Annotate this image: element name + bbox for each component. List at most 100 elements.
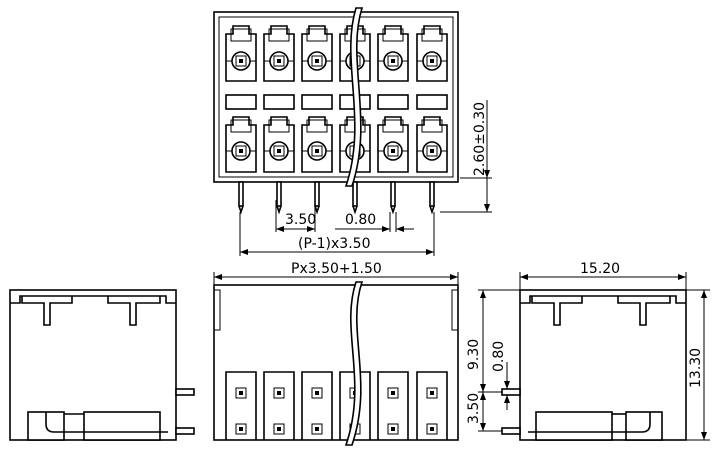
center-slot — [377, 94, 409, 110]
right-view-upper-pin — [501, 388, 521, 396]
terminal-cell — [416, 25, 448, 82]
body-height-dimension-label: 9.30 — [466, 339, 482, 370]
right-side-view — [501, 289, 687, 441]
pin-shank — [238, 181, 244, 207]
top-view-break-line — [344, 7, 364, 187]
terminal-latch — [421, 28, 443, 42]
front-terminal-upper-contact — [235, 387, 247, 399]
front-terminal-lower-dot — [239, 427, 243, 431]
front-terminal-outline — [301, 371, 333, 440]
pin-offset-dimension-label: 3.50 — [466, 393, 482, 424]
front-terminal-upper-dot — [277, 391, 281, 395]
terminal-screw-center — [277, 149, 281, 153]
terminal-screw-center — [430, 59, 434, 63]
terminal-screw-center — [277, 59, 281, 63]
front-terminal-lower-dot — [430, 427, 434, 431]
terminal-screw-slot — [273, 55, 285, 67]
pin-tip — [352, 205, 358, 215]
terminal-housing — [225, 25, 257, 82]
front-terminal-lower-contact — [311, 423, 323, 435]
terminal-cell — [416, 116, 448, 173]
front-terminal-lower-dot — [391, 427, 395, 431]
terminal-screw-center — [239, 149, 243, 153]
terminal-latch — [306, 119, 328, 133]
height-offset-dimension-label: 2.60±0.30 — [472, 102, 488, 176]
pin-width-dimension-label: 0.80 — [345, 212, 376, 228]
terminal-screw-center — [391, 149, 395, 153]
front-terminal-upper-dot — [391, 391, 395, 395]
front-terminal-outline — [377, 371, 409, 440]
terminal-screw-center — [315, 149, 319, 153]
front-terminal-upper-dot — [430, 391, 434, 395]
terminal-latch — [382, 28, 404, 42]
terminal-housing — [416, 25, 448, 82]
front-terminal-lower-contact — [273, 423, 285, 435]
center-slot — [225, 94, 257, 110]
terminal-screw-center — [239, 59, 243, 63]
terminal-latch — [230, 119, 252, 133]
depth-dimension-label: 15.20 — [580, 261, 620, 277]
terminal-housing — [377, 116, 409, 173]
terminal-housing — [263, 116, 295, 173]
terminal-screw-slot — [311, 55, 323, 67]
front-view-break-line — [344, 281, 364, 446]
terminal-latch — [268, 119, 290, 133]
terminal-latch — [230, 28, 252, 42]
pin-span-dimension-label: (P-1)x3.50 — [298, 236, 370, 252]
front-terminal — [416, 371, 448, 440]
pin-shank — [314, 181, 320, 207]
terminal-latch — [306, 28, 328, 42]
pin — [390, 181, 396, 215]
front-terminal-upper-dot — [315, 391, 319, 395]
terminal-screw-slot — [426, 55, 438, 67]
right-view-lower-pin — [501, 427, 521, 435]
pin — [238, 181, 244, 215]
pin-tip — [276, 205, 282, 215]
terminal-latch — [421, 119, 443, 133]
top-view — [213, 7, 459, 215]
pin-shank — [429, 181, 435, 207]
front-terminal — [377, 371, 409, 440]
terminal-housing — [301, 25, 333, 82]
center-slot — [301, 94, 333, 110]
front-terminal-outline — [416, 371, 448, 440]
pin-shank — [390, 181, 396, 207]
terminal-screw-center — [315, 59, 319, 63]
front-terminal-upper-contact — [311, 387, 323, 399]
pin — [276, 181, 282, 215]
front-terminal — [263, 371, 295, 440]
front-terminal — [225, 371, 257, 440]
front-terminal-lower-dot — [315, 427, 319, 431]
front-terminal-lower-contact — [387, 423, 399, 435]
front-terminal-lower-contact — [235, 423, 247, 435]
terminal-cell — [301, 25, 333, 82]
right-view-dimensions — [478, 272, 710, 441]
terminal-cell — [263, 25, 295, 82]
pin-shank — [352, 181, 358, 207]
front-view — [213, 281, 459, 446]
top-view-terminals — [225, 25, 448, 173]
terminal-screw-slot — [235, 55, 247, 67]
terminal-housing — [339, 25, 371, 82]
pin-tip — [238, 205, 244, 215]
left-view-lower-pin — [175, 427, 195, 435]
front-terminal — [301, 371, 333, 440]
front-terminal-lower-dot — [277, 427, 281, 431]
terminal-housing — [416, 116, 448, 173]
terminal-housing — [301, 116, 333, 173]
terminal-screw-slot — [235, 145, 247, 157]
left-side-view — [9, 289, 195, 441]
pin — [314, 181, 320, 215]
center-slot — [263, 94, 295, 110]
center-slot — [416, 94, 448, 110]
terminal-screw-slot — [387, 55, 399, 67]
top-view-body-outline — [213, 11, 459, 183]
pin — [429, 181, 435, 215]
top-view-dimensions — [239, 100, 492, 256]
terminal-screw-center — [430, 149, 434, 153]
front-view-body — [213, 284, 459, 441]
front-terminal-upper-dot — [239, 391, 243, 395]
terminal-cell — [377, 116, 409, 173]
terminal-latch — [268, 28, 290, 42]
terminal-housing — [225, 116, 257, 173]
